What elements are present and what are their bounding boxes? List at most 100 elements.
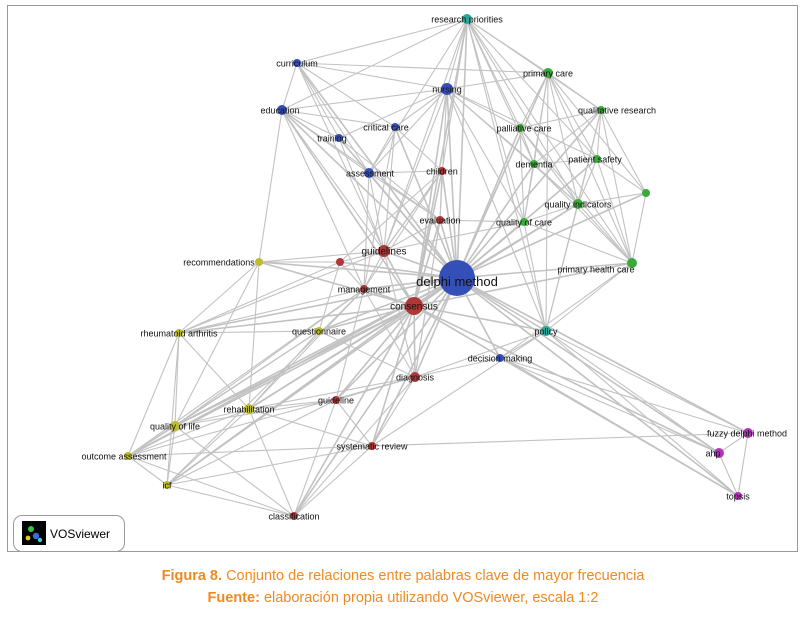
edge-critical-guidelines [383, 126, 396, 252]
node-recommendations[interactable] [255, 258, 263, 266]
node-children[interactable] [438, 167, 446, 175]
edge-research-qcare [466, 18, 525, 223]
node-label-decision: decision making [468, 354, 533, 364]
edge-nursing-critical [394, 88, 448, 128]
edge-rehab-diagnosis [248, 376, 416, 410]
node-qcare[interactable] [520, 218, 528, 226]
node-redsmall[interactable] [336, 258, 344, 266]
node-critical[interactable] [391, 123, 399, 131]
edge-nursing-guidelines [383, 88, 448, 252]
edge-recommendations-rehab [248, 261, 260, 410]
edge-nursing-education [281, 88, 448, 111]
node-guidelines[interactable] [378, 245, 390, 257]
edge-management-outcome [127, 288, 365, 457]
edge-research-assessment [368, 18, 468, 174]
edge-guidelines-rheuma [178, 250, 385, 334]
node-phc[interactable] [627, 258, 637, 268]
node-label-guidelines: guidelines [361, 247, 406, 258]
node-unlabeled[interactable] [642, 189, 650, 197]
node-patientsafety[interactable] [593, 155, 601, 163]
edge-delphi-questionnaire [318, 277, 458, 332]
edge-icf-sysreview [166, 445, 373, 486]
source-text: elaboración propia utilizando VOSviewer,… [263, 590, 599, 606]
node-curriculum[interactable] [293, 59, 301, 67]
node-consensus[interactable] [405, 297, 423, 315]
edge-curriculum-training [296, 62, 340, 139]
edge-primary-palliative [519, 72, 549, 129]
edge-recommendations-qol [174, 261, 260, 427]
edge-consensus-diagnosis [413, 305, 416, 378]
node-research[interactable] [462, 14, 472, 24]
edge-rehab-sysreview [248, 408, 373, 447]
node-evaluation[interactable] [436, 216, 444, 224]
node-qindicators[interactable] [573, 199, 583, 209]
node-training[interactable] [335, 134, 343, 142]
node-label-patientsafety: patient safety [568, 155, 622, 165]
node-rehab[interactable] [244, 404, 254, 414]
edge-consensus-evaluation [413, 219, 441, 307]
edge-questionnaire-rehab [248, 330, 320, 410]
node-fuzzy[interactable] [743, 428, 753, 438]
edge-qol-icf [166, 425, 176, 486]
node-decision[interactable] [496, 354, 504, 362]
node-sysreview[interactable] [368, 442, 376, 450]
edge-policy-ahp [545, 330, 720, 454]
node-label-phc: primary health care [557, 265, 634, 275]
edge-education-evaluation [281, 109, 441, 221]
edge-policy-fuzzy [545, 330, 749, 434]
edge-research-qindicators [466, 18, 579, 205]
caption-label: Figura 8. [161, 568, 223, 584]
edge-qualitative-unlabeled [600, 109, 647, 194]
node-dementia[interactable] [530, 160, 538, 168]
edge-decision-ahp [499, 357, 720, 454]
node-diagnosis[interactable] [410, 372, 420, 382]
node-nursing[interactable] [441, 83, 453, 95]
node-label-palliative: palliative care [496, 124, 551, 134]
edge-rheuma-questionnaire [178, 330, 320, 334]
node-guideline[interactable] [332, 396, 340, 404]
node-label-children: children [426, 167, 458, 177]
edge-sysreview-fuzzy [371, 432, 749, 447]
edge-consensus-rehab [248, 305, 415, 410]
node-label-consensus: consensus [390, 302, 438, 313]
node-qol[interactable] [170, 421, 180, 431]
node-questionnaire[interactable] [315, 327, 323, 335]
node-icf[interactable] [163, 481, 171, 489]
node-label-qualitative: qualitative research [578, 106, 656, 116]
edge-outcome-icf [127, 455, 168, 486]
node-rheuma[interactable] [175, 329, 183, 337]
edge-primary-qualitative [547, 72, 602, 111]
edge-qindicators-unlabeled [577, 192, 647, 205]
node-palliative[interactable] [516, 124, 524, 132]
node-education[interactable] [277, 105, 287, 115]
edge-training-guidelines [338, 137, 385, 252]
edge-research-dementia [466, 18, 535, 165]
edge-training-assessment [338, 137, 370, 174]
node-primary[interactable] [543, 68, 553, 78]
edge-qualitative-patientsafety [596, 109, 602, 160]
edge-ahp-topsis [718, 452, 739, 497]
node-assessment[interactable] [364, 168, 374, 178]
node-outcome[interactable] [124, 452, 132, 460]
node-delphi[interactable] [439, 260, 475, 296]
node-ahp[interactable] [714, 448, 724, 458]
node-topsis[interactable] [734, 492, 742, 500]
edge-consensus-policy [413, 305, 547, 332]
node-policy[interactable] [541, 326, 551, 336]
edge-primary-unlabeled [547, 72, 647, 194]
node-label-ahp: ahp [705, 449, 720, 459]
edge-consensus-children [413, 170, 443, 307]
edge-qindicators-qcare [523, 203, 579, 223]
edge-research-nursing [446, 18, 468, 90]
node-management[interactable] [360, 285, 368, 293]
edge-rheuma-outcome [127, 332, 180, 457]
edge-delphi-redsmall [339, 261, 458, 279]
node-qualitative[interactable] [597, 106, 605, 114]
edge-qindicators-phc [577, 203, 633, 264]
edge-qindicators-policy [545, 203, 579, 332]
edge-primary-qindicators [547, 72, 579, 205]
edge-evaluation-qcare [439, 219, 525, 223]
node-label-management: management [338, 285, 391, 295]
node-classification[interactable] [290, 512, 298, 520]
